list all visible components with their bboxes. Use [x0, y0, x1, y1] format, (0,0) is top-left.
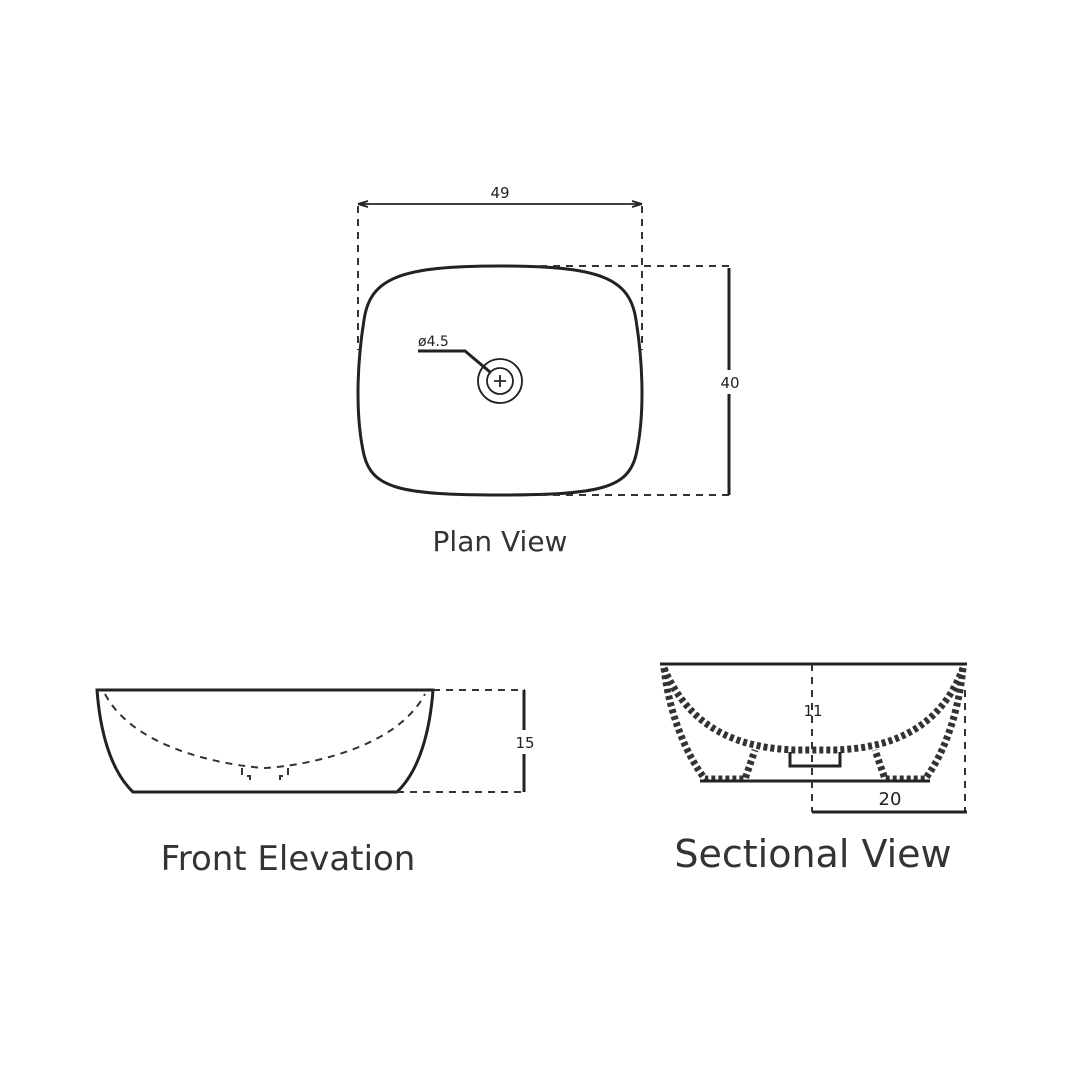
height-label: 15 — [515, 734, 534, 752]
basin-outline — [356, 264, 644, 497]
drain-icon — [486, 367, 514, 395]
sectional-view: 11 20 Sectional View — [660, 662, 967, 876]
bowl-wall-section — [660, 666, 967, 754]
width-label: 49 — [490, 184, 509, 202]
depth-label: 40 — [720, 374, 739, 392]
front-elevation-caption: Front Elevation — [161, 839, 416, 879]
drain-cross — [494, 375, 506, 387]
drain-leader-line — [418, 349, 491, 374]
basin-side-outline — [95, 688, 435, 794]
front-elevation: 15 Front Elevation — [95, 688, 535, 879]
inner-bowl-hidden-line — [104, 693, 426, 770]
plan-view-caption: Plan View — [433, 525, 568, 558]
drain-diameter-label: ø4.5 — [418, 334, 449, 350]
dimension-arrows — [357, 200, 643, 208]
plan-view: 49 40 ø4.5 Plan View — [356, 184, 740, 558]
sectional-view-caption: Sectional View — [674, 832, 951, 876]
drain-outer-ring — [477, 358, 523, 404]
drain-hidden-line — [241, 768, 289, 786]
drain-section — [700, 752, 930, 783]
outer-wall-section — [660, 667, 967, 783]
base-label: 20 — [879, 789, 902, 810]
inner-depth-label: 11 — [803, 702, 822, 720]
